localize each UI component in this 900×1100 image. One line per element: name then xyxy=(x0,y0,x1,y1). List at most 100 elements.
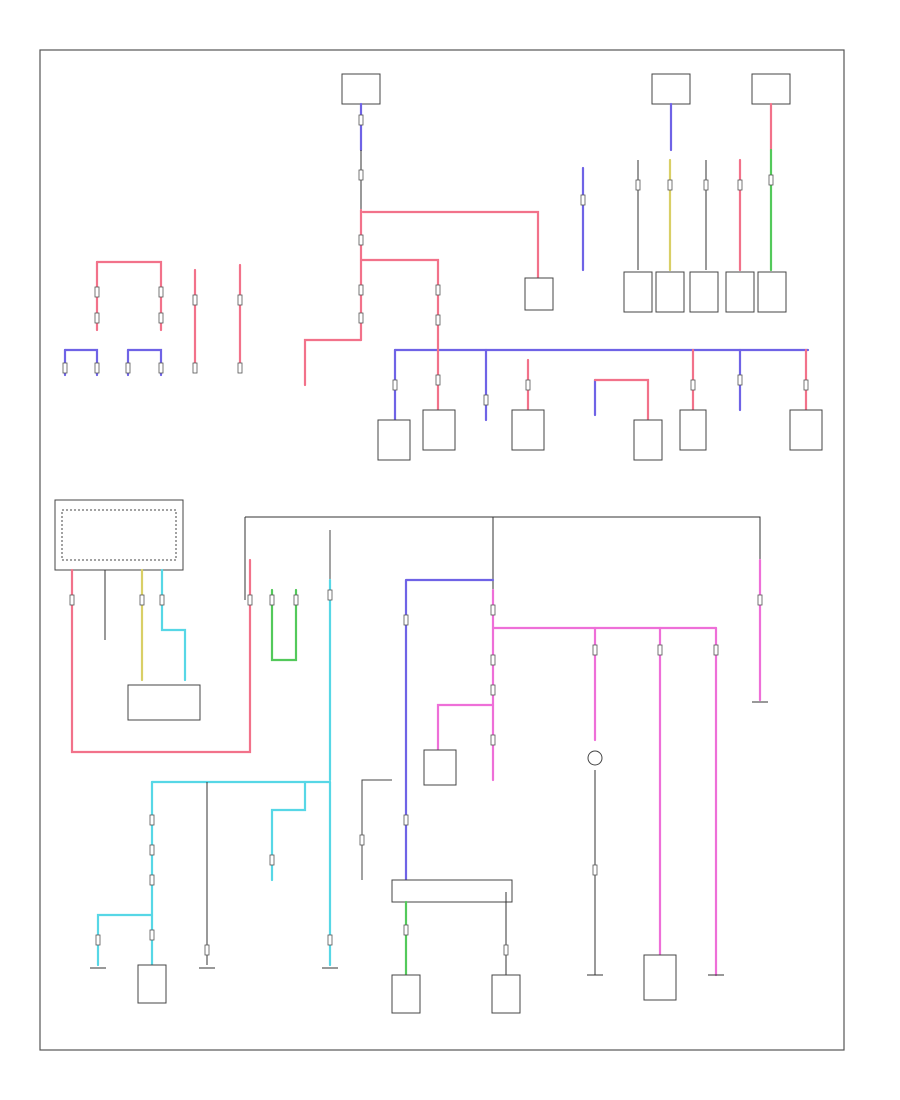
wire-red-left-branch xyxy=(303,338,363,387)
inline-connector xyxy=(269,594,275,606)
cyan-lower-network xyxy=(96,780,332,1004)
inline-connector xyxy=(580,194,586,206)
inline-connector xyxy=(483,394,489,406)
inline-connector xyxy=(192,362,198,374)
pink-network xyxy=(423,558,762,1001)
diagram-frame xyxy=(39,49,845,1051)
inline-connector xyxy=(503,944,509,956)
inline-connector xyxy=(592,864,598,876)
inline-connector xyxy=(392,379,398,391)
inline-connector xyxy=(204,944,210,956)
inline-connector xyxy=(435,374,441,386)
inline-connector xyxy=(149,929,155,941)
center-red-branches xyxy=(303,208,554,387)
left-switch-module xyxy=(54,499,184,571)
inline-connector xyxy=(657,644,663,656)
inline-connector xyxy=(159,594,165,606)
inline-connector xyxy=(403,614,409,626)
inline-connector xyxy=(690,379,696,391)
inline-connector xyxy=(768,174,774,186)
center-lower-switch xyxy=(391,879,513,903)
middle-black-bus xyxy=(244,516,761,600)
inline-connector xyxy=(358,169,364,181)
inline-connector xyxy=(158,286,164,298)
inline-connector xyxy=(327,934,333,946)
inline-connector xyxy=(403,924,409,936)
inline-connector xyxy=(358,114,364,126)
inline-connector xyxy=(95,934,101,946)
inline-connector xyxy=(525,379,531,391)
relay-box-4 xyxy=(725,271,755,313)
inline-connector xyxy=(703,179,709,191)
inline-connector xyxy=(435,284,441,296)
lower-center-component-1 xyxy=(391,974,421,1014)
lower-center-component-2 xyxy=(491,974,521,1014)
violet-bus xyxy=(377,338,823,461)
inline-connector xyxy=(737,374,743,386)
component-b xyxy=(422,409,456,451)
inline-connectors xyxy=(62,114,809,956)
component-a xyxy=(377,419,411,461)
inline-connector xyxy=(125,362,131,374)
component-e xyxy=(679,409,707,451)
power-distribution-box-right-a xyxy=(651,73,691,105)
inline-connector xyxy=(237,294,243,306)
inline-connector xyxy=(94,362,100,374)
inline-connector xyxy=(94,286,100,298)
left-top-group xyxy=(63,260,242,377)
inline-connector xyxy=(327,589,333,601)
inline-connector xyxy=(139,594,145,606)
inline-connector xyxy=(435,314,441,326)
inline-connector xyxy=(69,594,75,606)
wire-violet-center-lower xyxy=(404,578,495,882)
inline-connector xyxy=(737,179,743,191)
inline-connector xyxy=(62,362,68,374)
inline-connector xyxy=(149,874,155,886)
inline-connector xyxy=(359,834,365,846)
inline-connector xyxy=(490,734,496,746)
inline-connector xyxy=(149,844,155,856)
inline-connector xyxy=(247,594,253,606)
wire-pink-left-branch xyxy=(436,703,495,752)
wire-cyan-lower-left-branch xyxy=(96,913,154,967)
wire-red-left-loop xyxy=(70,558,252,754)
module-top-center xyxy=(524,277,554,311)
relay-box-1 xyxy=(623,271,653,313)
inline-connector xyxy=(269,854,275,866)
bulb-icon xyxy=(587,750,603,766)
pink-component-right xyxy=(643,954,677,1001)
component-c xyxy=(511,409,545,451)
inline-connector xyxy=(293,594,299,606)
inline-connector xyxy=(490,604,496,616)
inline-connector xyxy=(635,179,641,191)
top-right-fuse-stacks xyxy=(581,148,787,313)
wire-violet-left-link-1 xyxy=(63,348,99,377)
wire-cyan-lower-mid-drop xyxy=(270,780,307,882)
center-lower-area xyxy=(361,578,521,1014)
inline-connector xyxy=(667,179,673,191)
inline-connector xyxy=(158,312,164,324)
inline-connector xyxy=(592,644,598,656)
inline-connector xyxy=(94,312,100,324)
relay-box-3 xyxy=(689,271,719,313)
top-power-feeds xyxy=(341,73,791,210)
wire-red-drop-6 xyxy=(593,378,650,422)
relay-box-2 xyxy=(655,271,685,313)
bulb-group xyxy=(587,750,603,975)
relay-box-5 xyxy=(757,271,787,313)
power-distribution-box-right-b xyxy=(751,73,791,105)
left-module-area xyxy=(54,499,332,782)
inline-connector xyxy=(158,362,164,374)
inline-connector xyxy=(149,814,155,826)
inline-connector xyxy=(358,312,364,324)
inline-connector xyxy=(192,294,198,306)
wire-red-to-module xyxy=(361,210,540,280)
ground-connector-block xyxy=(127,684,201,721)
inline-connector xyxy=(757,594,763,606)
ground-symbols xyxy=(90,701,768,976)
inline-connector xyxy=(490,654,496,666)
lower-left-component xyxy=(137,964,167,1004)
wire-red-to-fuse-block xyxy=(359,258,440,342)
power-distribution-box xyxy=(341,73,381,105)
